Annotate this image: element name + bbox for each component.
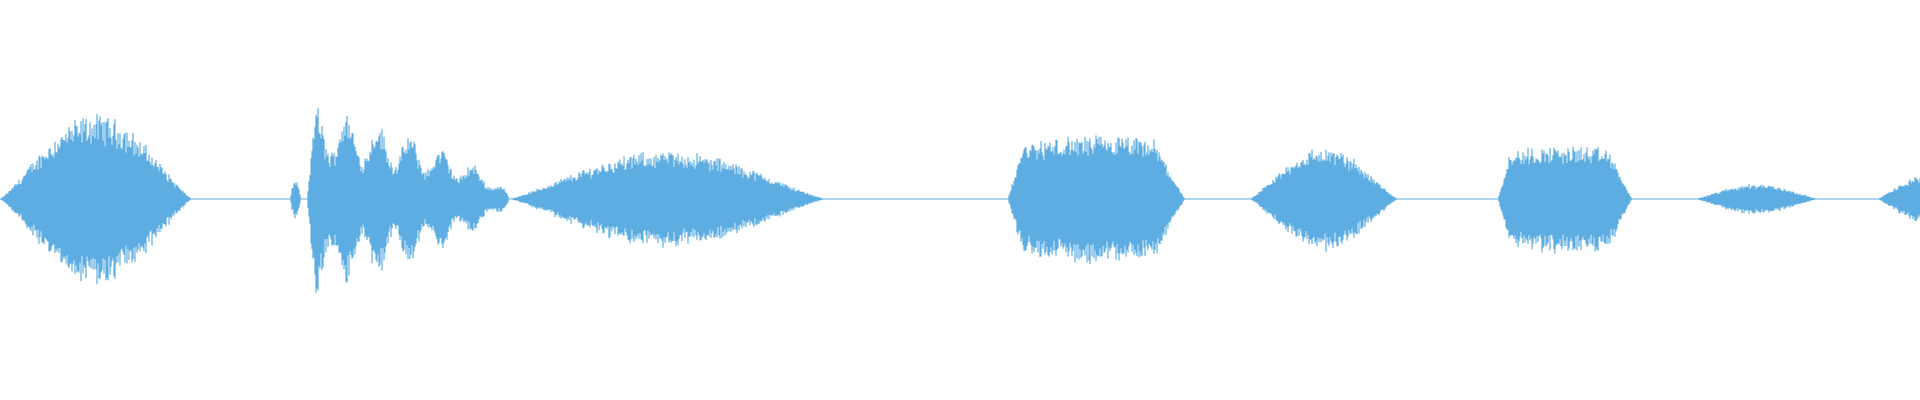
waveform-segment-5 bbox=[1008, 135, 1185, 265]
waveform-segment-3 bbox=[307, 108, 509, 293]
waveform-segment-9 bbox=[1878, 177, 1920, 221]
waveform-segment-8 bbox=[1695, 184, 1818, 214]
waveform-segment-2 bbox=[290, 182, 301, 219]
waveform-segment-4 bbox=[509, 151, 826, 248]
waveform-segment-6 bbox=[1250, 149, 1398, 252]
waveform-segment-1 bbox=[0, 113, 192, 285]
waveform-segments bbox=[0, 108, 1920, 293]
waveform-segment-7 bbox=[1498, 146, 1632, 254]
